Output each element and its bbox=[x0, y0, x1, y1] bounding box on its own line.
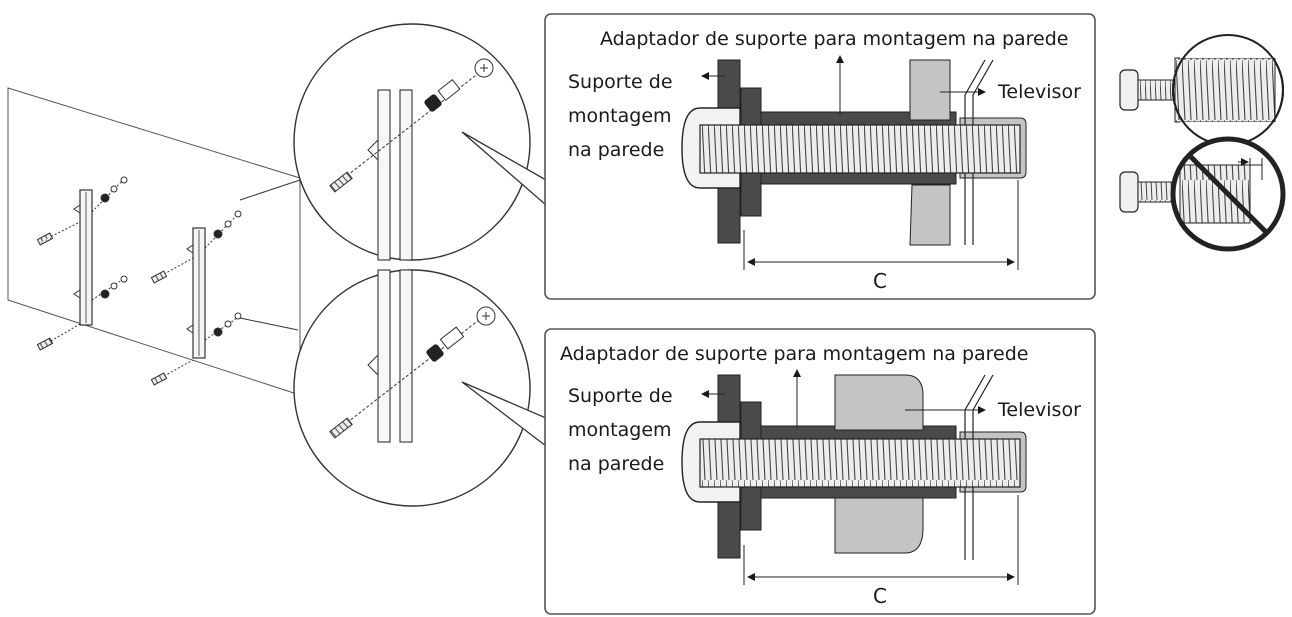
adapter-label: Adaptador de suporte para montagem na pa… bbox=[560, 343, 1029, 365]
adapter-label: Adaptador de suporte para montagem na pa… bbox=[600, 28, 1069, 50]
dimension-c-label: C bbox=[873, 584, 887, 608]
tv-label: Televisor bbox=[997, 399, 1081, 421]
wall-mount-label-line2: montagem bbox=[568, 105, 672, 127]
zoom-circle-top bbox=[293, 23, 531, 261]
prohibited-screw-example bbox=[1119, 136, 1286, 252]
wall-mount-label-line3: na parede bbox=[568, 453, 664, 475]
zoom-circle-bottom bbox=[293, 269, 531, 507]
dimension-c-label: C bbox=[873, 269, 887, 293]
wall-mount-label-line1: Suporte de bbox=[568, 71, 673, 93]
wall-mount-label-line1: Suporte de bbox=[568, 385, 673, 407]
right-screw-set bbox=[150, 210, 242, 386]
wall-mount-label-line3: na parede bbox=[568, 139, 664, 161]
wall-mount-label-line2: montagem bbox=[568, 419, 672, 441]
left-bracket bbox=[73, 189, 93, 326]
tv-label: Televisor bbox=[997, 81, 1081, 103]
tv-back-overview bbox=[7, 87, 301, 396]
right-bracket bbox=[186, 227, 206, 359]
correct-screw-example bbox=[1119, 30, 1284, 148]
tv-panel-outline bbox=[7, 87, 301, 396]
left-screw-set bbox=[36, 176, 128, 351]
detail-box-top: C Adaptador de suporte para montagem na … bbox=[544, 13, 1096, 300]
detail-box-bottom: C Adaptador de suporte para montagem na … bbox=[544, 328, 1096, 615]
prohibited-icon bbox=[1170, 136, 1286, 252]
